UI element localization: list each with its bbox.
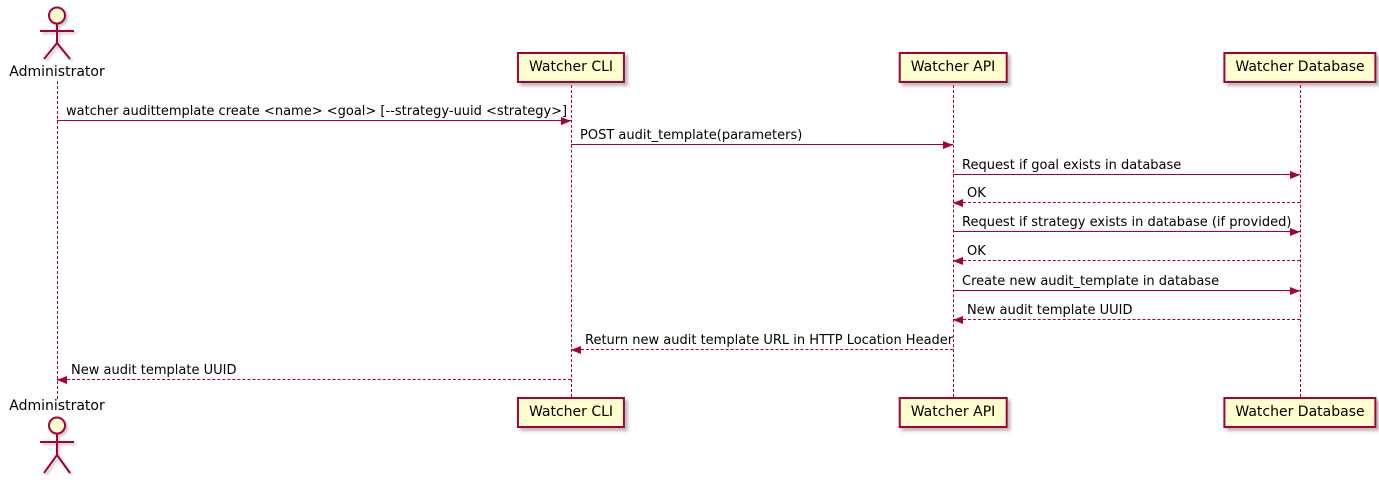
message-line (953, 319, 1300, 320)
message-label: POST audit_template(parameters) (580, 128, 803, 143)
message-line (57, 379, 571, 380)
message-label: Request if strategy exists in database (… (962, 215, 1292, 230)
message-line (953, 231, 1300, 232)
message-return-url-location-header: Return new audit template URL in HTTP Lo… (571, 330, 954, 354)
participant-watcher-database-bottom: Watcher Database (1223, 397, 1377, 428)
participant-watcher-api-top: Watcher API (898, 52, 1008, 83)
message-line (953, 174, 1300, 175)
message-post-audit-template: POST audit_template(parameters) (571, 125, 953, 149)
arrowhead-icon (561, 117, 571, 125)
message-label: Request if goal exists in database (962, 158, 1182, 173)
lifeline-administrator (57, 81, 58, 399)
message-label: watcher audittemplate create <name> <goa… (66, 104, 568, 119)
arrowhead-icon (571, 346, 581, 354)
message-label: New audit template UUID (71, 363, 237, 378)
message-new-audit-template-uuid-db: New audit template UUID (953, 300, 1300, 324)
arrowhead-icon (943, 141, 953, 149)
participant-watcher-api-bottom: Watcher API (898, 397, 1008, 428)
message-new-audit-template-uuid-admin: New audit template UUID (57, 360, 571, 384)
message-line (953, 290, 1300, 291)
message-line (953, 260, 1300, 261)
message-line (953, 202, 1300, 203)
message-request-goal-exists: Request if goal exists in database (953, 155, 1300, 179)
arrowhead-icon (1290, 287, 1300, 295)
arrowhead-icon (953, 316, 963, 324)
participant-watcher-cli-bottom: Watcher CLI (516, 397, 626, 428)
arrowhead-icon (1290, 228, 1300, 236)
actor-icon (31, 5, 83, 67)
message-label: New audit template UUID (967, 303, 1133, 318)
participant-administrator-bottom: Administrator (9, 398, 105, 414)
message-label: OK (967, 244, 986, 259)
message-create-new-audit-template: Create new audit_template in database (953, 271, 1300, 295)
participant-watcher-database-top: Watcher Database (1223, 52, 1377, 83)
participant-watcher-cli-top: Watcher CLI (516, 52, 626, 83)
message-request-strategy-exists: Request if strategy exists in database (… (953, 212, 1300, 236)
message-ok-strategy: OK (953, 241, 1300, 265)
arrowhead-icon (953, 257, 963, 265)
lifeline-watcher-cli (571, 85, 572, 397)
lifeline-watcher-database (1300, 85, 1301, 397)
actor-icon (31, 415, 83, 481)
arrowhead-icon (57, 376, 67, 384)
message-create-audittemplate: watcher audittemplate create <name> <goa… (57, 101, 571, 125)
arrowhead-icon (953, 199, 963, 207)
lifeline-watcher-api (953, 85, 954, 397)
message-line (571, 349, 953, 350)
message-label: OK (967, 186, 986, 201)
message-ok-goal: OK (953, 183, 1300, 207)
message-label: Create new audit_template in database (962, 274, 1220, 289)
arrowhead-icon (1290, 171, 1300, 179)
message-label: Return new audit template URL in HTTP Lo… (585, 333, 954, 348)
message-line (571, 144, 953, 145)
message-line (57, 120, 571, 121)
participant-administrator-top: Administrator (9, 64, 105, 80)
